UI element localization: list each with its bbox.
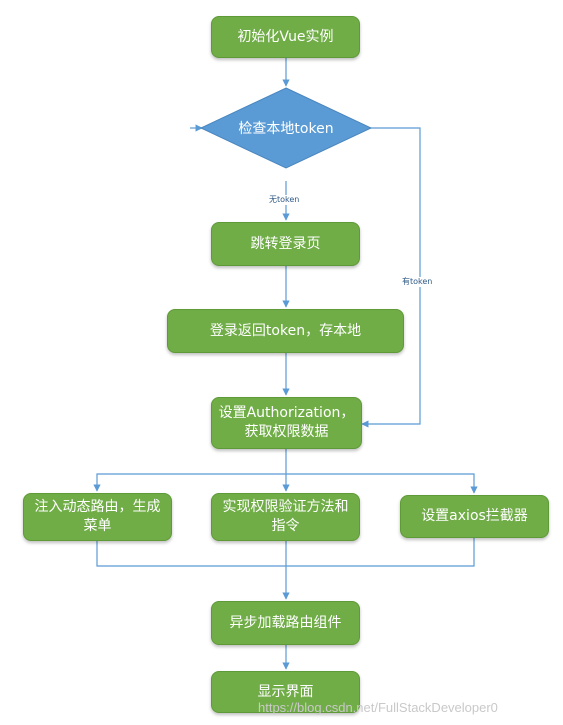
node-set-authorization: 设置Authorization，获取权限数据 <box>211 397 362 449</box>
edge-label-has-token: 有token <box>401 277 434 287</box>
edge-right-merge <box>286 538 475 567</box>
node-jump-login: 跳转登录页 <box>211 222 360 266</box>
edge-split-right <box>286 473 478 494</box>
node-init-vue: 初始化Vue实例 <box>211 16 360 58</box>
check-token-text: 检查本地token <box>238 121 334 137</box>
node-inject-routes: 注入动态路由，生成菜单 <box>23 493 172 541</box>
edge-label-no-token: 无token <box>268 195 301 205</box>
watermark: https://blog.csdn.net/FullStackDeveloper… <box>258 700 498 715</box>
node-async-load: 异步加载路由组件 <box>211 601 360 645</box>
node-axios-interceptor: 设置axios拦截器 <box>400 495 549 538</box>
node-login-return: 登录返回token，存本地 <box>167 309 404 353</box>
node-implement-permission: 实现权限验证方法和指令 <box>211 493 360 541</box>
node-show-ui: 显示界面 <box>211 671 360 713</box>
edge-split-left <box>93 473 286 492</box>
edge-left-merge <box>96 541 286 567</box>
decision-diamond <box>199 87 373 169</box>
edge-check-set-auth <box>361 127 421 428</box>
